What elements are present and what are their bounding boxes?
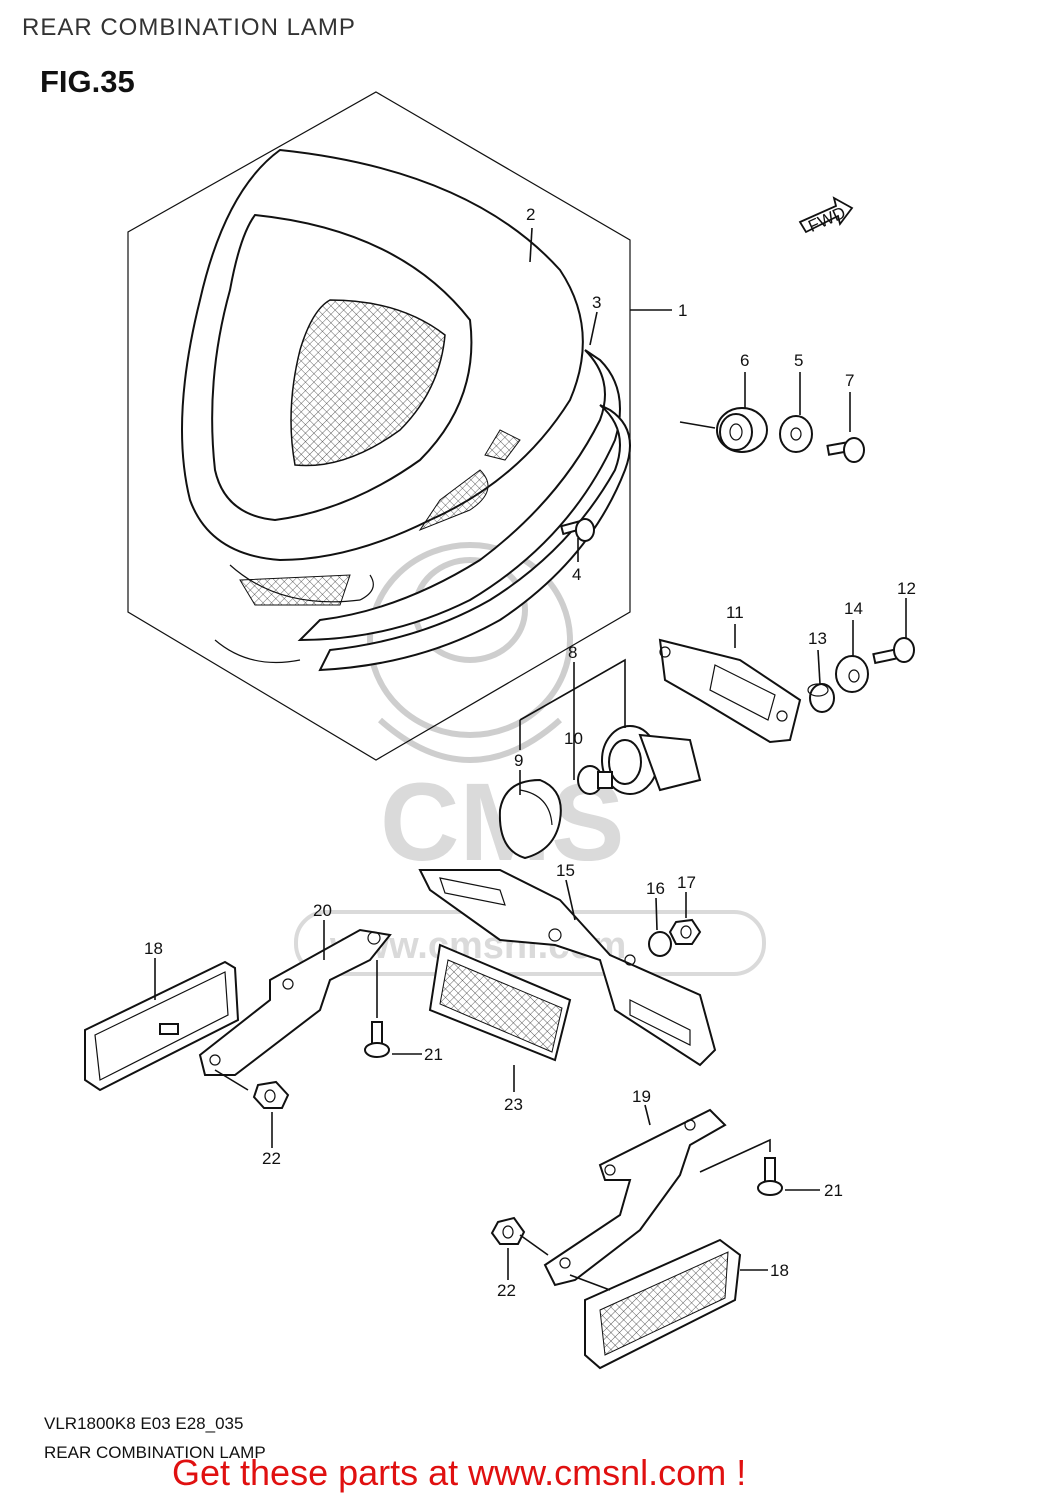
bulb-part-10	[577, 765, 613, 795]
screw-part-4	[560, 518, 595, 542]
bracket-part-20	[198, 928, 392, 1076]
reflector-part-23	[428, 943, 572, 1062]
callout-17: 17	[677, 873, 696, 892]
bracket-part-15	[418, 869, 717, 1067]
callout-18-left: 18	[144, 939, 163, 958]
callout-numbers: 2 3 1 6 5 7 4 11 12 13 14 8 10 9 15 16 1…	[144, 205, 916, 1300]
callout-6: 6	[740, 351, 749, 370]
callout-22-right: 22	[497, 1281, 516, 1300]
callout-8: 8	[568, 643, 577, 662]
callout-13: 13	[808, 629, 827, 648]
leader-lines	[154, 227, 907, 1291]
nut-part-22-right	[490, 1216, 526, 1245]
callout-1: 1	[678, 301, 687, 320]
nut-part-17	[668, 918, 702, 945]
screw-part-12	[872, 637, 915, 665]
page-title: REAR COMBINATION LAMP	[22, 14, 356, 41]
callout-9: 9	[514, 751, 523, 770]
bracket-part-11	[658, 638, 802, 744]
washer-part-14	[835, 655, 869, 693]
lamp-gasket	[297, 349, 631, 672]
footer-title: REAR COMBINATION LAMP	[44, 1443, 266, 1462]
promo-link[interactable]: Get these parts at www.cmsnl.com !	[172, 1452, 747, 1493]
socket-part-8	[601, 725, 702, 795]
callout-12: 12	[897, 579, 916, 598]
callout-18-right: 18	[770, 1261, 789, 1280]
grommet-part-6	[716, 407, 768, 453]
callout-10: 10	[564, 729, 583, 748]
lens-cover-part-9	[498, 778, 562, 860]
bolt-part-21-right	[757, 1157, 783, 1196]
washer-part-5	[779, 415, 813, 453]
lamp-lens	[181, 148, 584, 663]
reflector-part-18-right	[584, 1238, 742, 1370]
callout-15: 15	[556, 861, 575, 880]
callout-22-left: 22	[262, 1149, 281, 1168]
callout-7: 7	[845, 371, 854, 390]
fwd-direction-arrow: FWD	[798, 196, 854, 236]
spacer-part-13	[807, 683, 835, 713]
callout-2: 2	[526, 205, 535, 224]
callout-21-left: 21	[424, 1045, 443, 1064]
model-code: VLR1800K8 E03 E28_035	[44, 1414, 244, 1433]
callout-16: 16	[646, 879, 665, 898]
callout-19: 19	[632, 1087, 651, 1106]
washer-part-16	[648, 931, 672, 957]
callout-14: 14	[844, 599, 863, 618]
callout-4: 4	[572, 565, 581, 584]
assembly-outline	[127, 91, 631, 761]
figure-label: FIG.35	[40, 64, 135, 99]
callout-20: 20	[313, 901, 332, 920]
screw-part-7	[826, 437, 865, 463]
callout-3: 3	[592, 293, 601, 312]
fwd-label: FWD	[805, 203, 848, 236]
nut-part-22-left	[252, 1080, 290, 1109]
reflector-part-18-left	[84, 960, 240, 1092]
bolt-part-21-left	[364, 1021, 390, 1058]
callout-23: 23	[504, 1095, 523, 1114]
bracket-part-19	[543, 1108, 727, 1287]
callout-21-right: 21	[824, 1181, 843, 1200]
callout-11: 11	[726, 603, 744, 622]
callout-5: 5	[794, 351, 803, 370]
